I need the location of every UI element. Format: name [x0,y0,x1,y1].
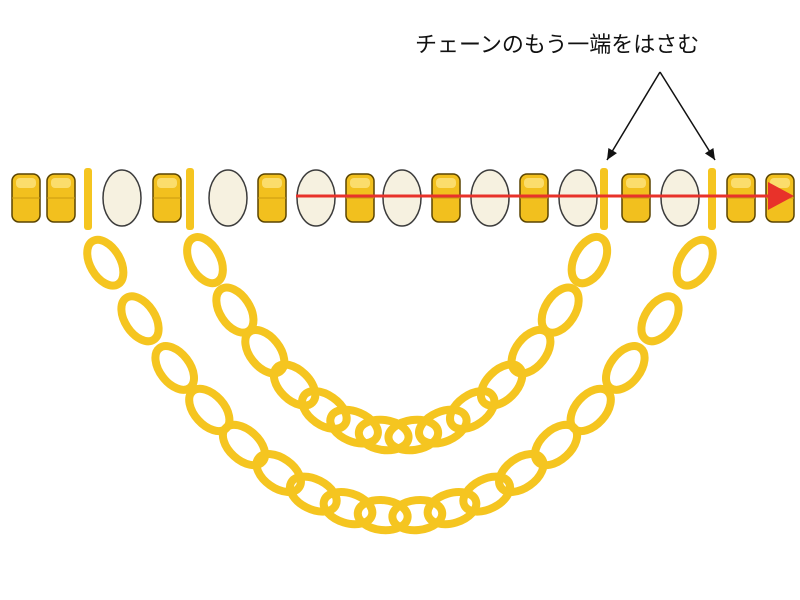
bead-strand [11,169,795,227]
chain-link [269,360,320,410]
gold-bead [152,173,182,223]
chain-link [117,292,163,346]
chain-end-link [186,168,194,230]
chain-end-link [84,168,92,230]
chain-link [446,387,499,433]
chain-link [252,450,305,496]
chain-link [476,360,527,410]
chain-link [537,283,583,337]
chain-end-link [708,168,716,230]
chain-link [637,292,683,346]
chain-link [326,405,382,448]
chain-link [353,495,412,535]
pearl-bead [660,169,700,227]
chain-end-links [84,168,716,230]
chain-link [354,415,413,455]
callout-head [704,148,715,160]
chain-link [319,488,377,529]
pearl-bead [208,169,248,227]
annotation-text: チェーンのもう一端をはさむ [415,33,699,58]
chain-link [298,387,351,433]
pearl-bead [382,169,422,227]
chain-link [672,235,717,290]
direction-arrow [296,182,794,210]
callout-arrows [606,71,716,161]
gold-bead [257,173,287,223]
chain-link [384,415,443,455]
gold-bead [11,173,41,223]
chain-link [495,450,548,496]
chain-link [285,472,341,516]
gold-bead [431,173,461,223]
gold-bead [726,173,756,223]
chain-link [602,342,649,394]
outer-chain [83,235,717,535]
chain-link [567,232,612,288]
chain-link [388,495,447,535]
chain-link [459,472,515,516]
callout-head [607,147,617,160]
chain-link [218,420,270,470]
chain-link [151,342,198,394]
gold-bead [519,173,549,223]
chain-link [241,326,289,378]
pearl-bead [296,169,336,227]
pearl-bead [102,169,142,227]
pearl-bead [558,169,598,227]
callout-line [606,71,661,161]
callout-line [659,71,716,161]
chain-link [566,384,615,436]
chain-link [183,233,227,288]
pearl-bead [470,169,510,227]
inner-chain [183,232,612,455]
gold-bead [46,173,76,223]
gold-bead [345,173,375,223]
chain-end-link [600,168,608,230]
chain-link [83,235,128,290]
chain-link [423,488,481,529]
chain-link [415,405,471,448]
gold-bead [621,173,651,223]
arrow-head [768,182,794,210]
